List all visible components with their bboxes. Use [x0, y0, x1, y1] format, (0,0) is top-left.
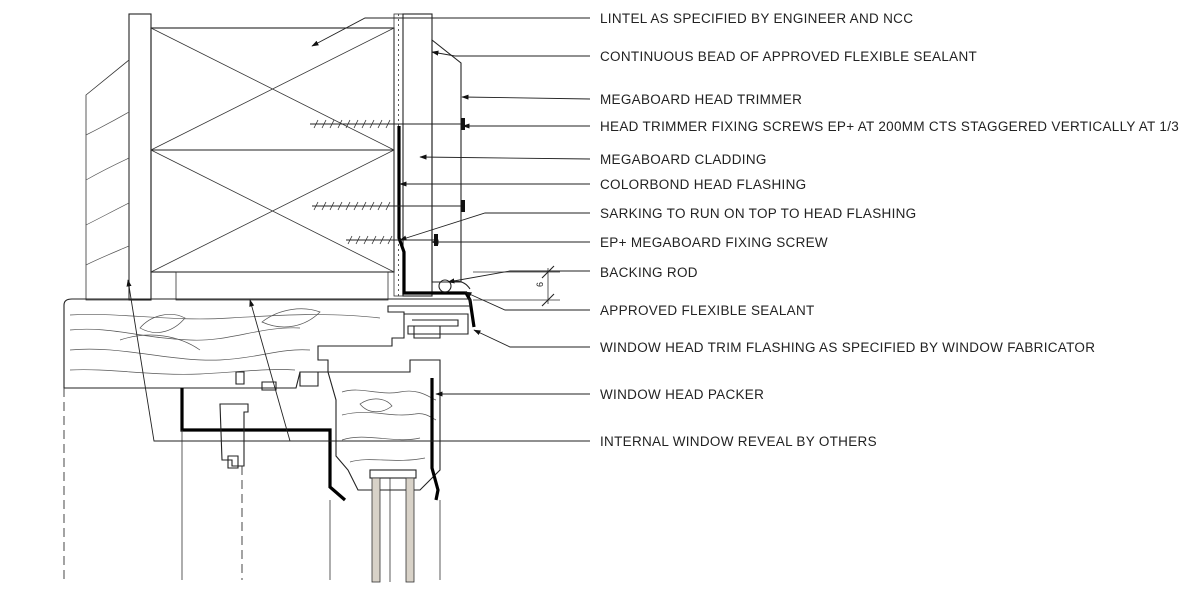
label-flexible-sealant: APPROVED FLEXIBLE SEALANT — [600, 303, 815, 318]
megaboard-fixing-screw — [346, 234, 438, 246]
label-head-trimmer: MEGABOARD HEAD TRIMMER — [600, 92, 802, 107]
annotation-labels: LINTEL AS SPECIFIED BY ENGINEER AND NCC … — [600, 11, 1179, 449]
label-backing-rod: BACKING ROD — [600, 265, 698, 280]
window-glazing — [369, 469, 417, 583]
label-head-packer: WINDOW HEAD PACKER — [600, 387, 764, 402]
lintel — [150, 27, 395, 301]
colorbond-head-flashing — [397, 126, 476, 328]
label-fixing-screw: EP+ MEGABOARD FIXING SCREW — [600, 235, 828, 250]
label-lintel: LINTEL AS SPECIFIED BY ENGINEER AND NCC — [600, 11, 913, 26]
head-trimmer-fixing-screw-2 — [312, 200, 465, 212]
leader-lines — [126, 17, 591, 442]
label-cladding: MEGABOARD CLADDING — [600, 152, 767, 167]
dimension-value: 6 — [535, 282, 545, 287]
window-head-trim-flashing — [180, 378, 440, 502]
label-head-flashing: COLORBOND HEAD FLASHING — [600, 177, 806, 192]
label-sealant-bead: CONTINUOUS BEAD OF APPROVED FLEXIBLE SEA… — [600, 49, 977, 64]
sealant-gap-dimension: 6 — [473, 265, 560, 307]
label-sarking: SARKING TO RUN ON TOP TO HEAD FLASHING — [600, 206, 916, 221]
internal-window-reveal — [63, 298, 471, 389]
label-trim-flashing: WINDOW HEAD TRIM FLASHING AS SPECIFIED B… — [600, 340, 1095, 355]
window-head-packer — [327, 359, 441, 491]
window-frame-extrusion — [219, 313, 469, 469]
label-trimmer-screws: HEAD TRIMMER FIXING SCREWS EP+ AT 200MM … — [600, 119, 1179, 134]
wall-stud-left — [85, 59, 130, 301]
label-window-reveal: INTERNAL WINDOW REVEAL BY OTHERS — [600, 434, 877, 449]
internal-wall-lining — [128, 13, 152, 301]
reference-lines — [63, 388, 441, 580]
